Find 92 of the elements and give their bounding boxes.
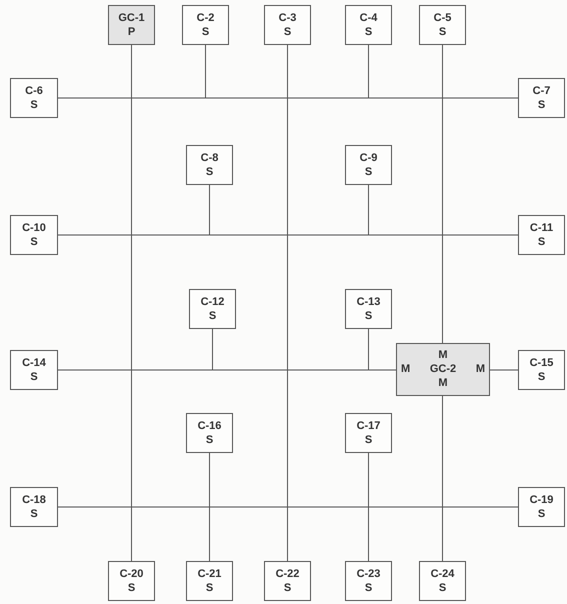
controller-box — [108, 5, 155, 45]
bus-line — [209, 452, 210, 562]
station-box — [10, 215, 58, 255]
node-label: C-19 — [530, 494, 554, 506]
node-label: C-22 — [276, 568, 300, 580]
bus-line — [442, 44, 443, 344]
node-label: C-24 — [430, 568, 454, 580]
station-box — [518, 487, 565, 527]
node-label: M — [401, 363, 410, 376]
node-label: M — [438, 377, 448, 390]
station-box — [518, 350, 565, 390]
station-box — [345, 5, 392, 45]
node-label: C-21 — [198, 568, 222, 580]
node-label: S — [206, 434, 214, 446]
node-label: C-2 — [196, 12, 214, 24]
node-label: C-4 — [360, 12, 378, 24]
station-box — [10, 487, 58, 527]
node-label: C-13 — [356, 296, 380, 308]
node-label: S — [128, 582, 136, 594]
station-box — [419, 5, 466, 45]
node-label: S — [538, 98, 546, 112]
node-label: S — [364, 26, 372, 38]
node-label: C-14 — [22, 356, 46, 370]
node-label: M — [476, 363, 485, 376]
node-label: C-6 — [25, 84, 43, 98]
node-label: C-17 — [356, 420, 380, 432]
station-box — [345, 145, 392, 185]
node-label: S — [538, 370, 546, 384]
bus-line — [212, 328, 213, 370]
station-box — [419, 561, 466, 601]
station-box — [264, 561, 311, 601]
node-label: P — [128, 26, 136, 38]
station-box — [345, 561, 392, 601]
node-label: S — [30, 370, 38, 384]
station-box — [264, 5, 311, 45]
node-label: S — [30, 236, 38, 248]
station-box — [10, 78, 58, 118]
node-label: S — [284, 582, 292, 594]
bus-line — [368, 328, 369, 370]
bus-line — [131, 44, 132, 562]
node-label: C-7 — [532, 84, 550, 98]
node-label: S — [208, 310, 216, 322]
node-label: C-20 — [120, 568, 144, 580]
bus-line — [368, 44, 369, 98]
bus-line — [205, 44, 206, 98]
station-box — [10, 350, 58, 390]
bus-line — [209, 184, 210, 236]
node-label: GC-2 — [430, 363, 456, 376]
node-label: S — [538, 236, 546, 248]
station-box — [186, 561, 233, 601]
node-label: S — [206, 166, 214, 178]
node-label: S — [30, 508, 38, 520]
station-box — [186, 413, 233, 453]
node-label: C-9 — [360, 152, 378, 164]
node-label: C-18 — [22, 494, 46, 506]
station-box — [518, 215, 565, 255]
node-label: M — [438, 349, 448, 362]
station-box — [189, 289, 236, 329]
station-box — [186, 145, 233, 185]
station-box — [518, 78, 565, 118]
node-label: C-8 — [200, 152, 218, 164]
bus-line — [442, 396, 443, 562]
node-label: C-12 — [200, 296, 224, 308]
node-label: S — [30, 98, 38, 112]
bus-line — [58, 506, 518, 508]
node-label: C-16 — [198, 420, 222, 432]
controller-box — [396, 343, 490, 396]
node-label: S — [364, 166, 372, 178]
node-label: C-11 — [530, 222, 554, 234]
bus-line — [368, 452, 369, 562]
bus-line — [287, 44, 288, 562]
node-label: S — [538, 508, 546, 520]
node-label: C-15 — [530, 356, 554, 370]
node-label: S — [364, 434, 372, 446]
node-label: S — [284, 26, 292, 38]
node-label: C-10 — [22, 222, 46, 234]
node-label: GC-1 — [118, 12, 145, 24]
bus-line — [368, 184, 369, 236]
node-label: C-23 — [356, 568, 380, 580]
node-label: C-5 — [434, 12, 452, 24]
station-box — [182, 5, 229, 45]
node-label: S — [202, 26, 210, 38]
bus-line — [58, 234, 518, 236]
node-label: S — [364, 310, 372, 322]
station-box — [345, 413, 392, 453]
node-label: S — [438, 26, 446, 38]
node-label: S — [364, 582, 372, 594]
node-label: S — [206, 582, 214, 594]
node-label: C-3 — [278, 12, 296, 24]
node-label: S — [438, 582, 446, 594]
station-box — [345, 289, 392, 329]
station-box — [108, 561, 155, 601]
